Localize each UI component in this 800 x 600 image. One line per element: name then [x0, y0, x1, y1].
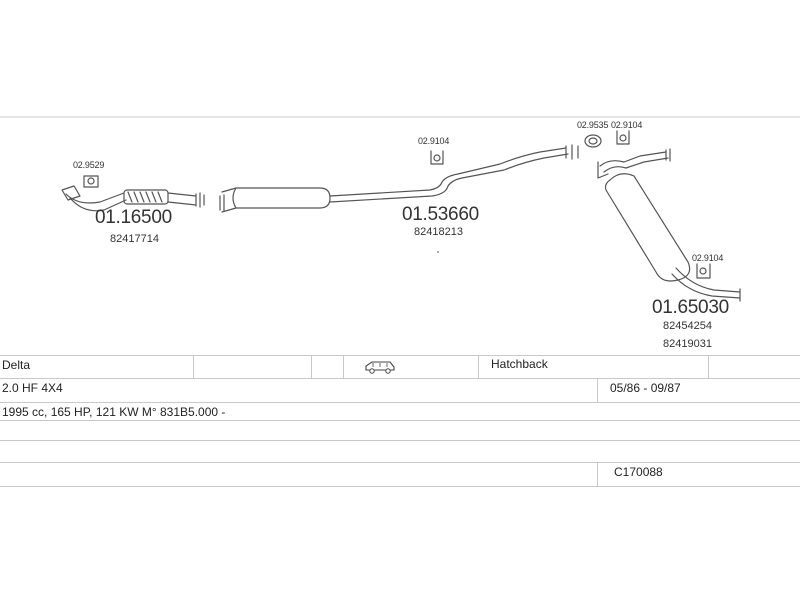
body-type-cell: Hatchback: [491, 357, 548, 371]
oe-number: 82419031: [663, 338, 712, 350]
model-cell: Delta: [2, 358, 31, 372]
years-cell: 05/86 - 09/87: [610, 381, 681, 395]
bracket-02-9104-top: [616, 130, 630, 145]
part-code: 01.53660: [402, 204, 479, 225]
bracket-02-9529: [83, 175, 99, 188]
oe-number: 82418213: [414, 226, 463, 238]
rear-muffler-part: [597, 148, 741, 302]
gasket-02-9535: [584, 134, 602, 148]
bracket-02-9104-center: [430, 150, 444, 165]
center-muffler-part: [219, 144, 579, 213]
bracket-02-9104-rear: [696, 263, 711, 279]
bracket-label: 02.9104: [692, 253, 724, 263]
bracket-label: 02.9529: [73, 160, 105, 170]
engine-variant-cell: 2.0 HF 4X4: [2, 381, 63, 395]
oe-number: 82454254: [663, 320, 712, 332]
oe-number: 82417714: [110, 233, 159, 245]
downpipe-part: [61, 185, 205, 212]
part-code: 01.65030: [652, 297, 729, 318]
part-code: 01.16500: [95, 207, 172, 228]
bracket-label: 02.9104: [611, 120, 643, 130]
gasket-label: 02.9535: [577, 120, 609, 130]
car-icon: [365, 361, 395, 374]
catalog-number-cell: C170088: [614, 465, 663, 479]
bracket-label: 02.9104: [418, 136, 450, 146]
specs-cell: 1995 cc, 165 HP, 121 KW M° 831B5.000 -: [2, 405, 226, 419]
